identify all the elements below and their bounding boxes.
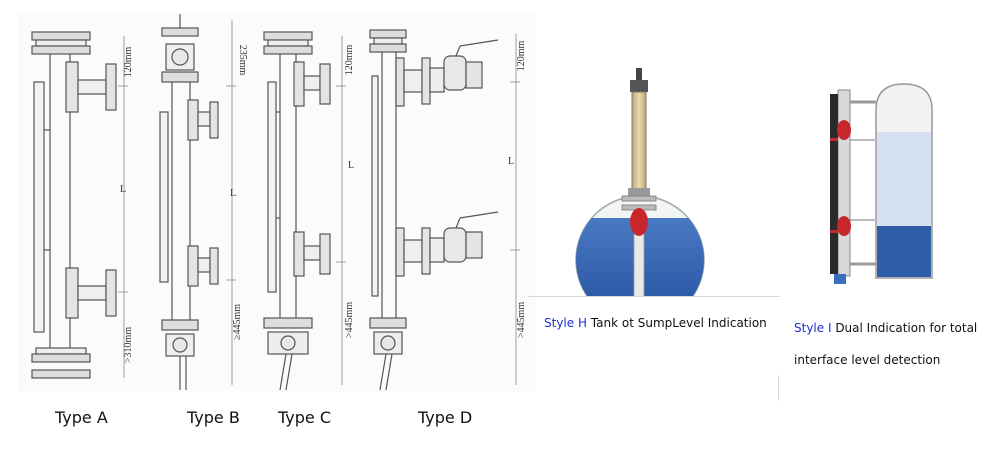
caption-type-a: Type A (55, 408, 108, 427)
style-h-tank-illustration (575, 68, 705, 296)
type-a-dim-mid: L (120, 184, 126, 195)
style-h-caption: Style H Tank ot SumpLevel Indication (544, 316, 778, 330)
type-a-dim-top: 120mm (123, 47, 134, 78)
type-a-dim-bottom: >310mm (123, 327, 134, 363)
type-c-dim-mid: L (348, 160, 354, 171)
type-d-drawing (369, 29, 520, 391)
style-h-box-top (528, 296, 780, 297)
type-b-dim-mid: L (230, 188, 236, 199)
style-h-text: Tank ot SumpLevel Indication (586, 316, 767, 330)
style-h-box-right (778, 375, 779, 401)
type-c-dim-bottom: >445mm (344, 302, 355, 338)
type-c-dim-top: 120mm (344, 45, 355, 76)
style-h-label: Style H (544, 316, 587, 330)
style-i-dual-illustration (830, 83, 933, 284)
gauge-drawings-panel: 120mm L >310mm 235mm L ≥445mm (18, 12, 536, 392)
type-b-dim-bottom: ≥445mm (232, 304, 243, 340)
style-i-caption: Style I Dual Indication for total interf… (794, 312, 994, 376)
style-i-text: Dual Indication for total (831, 321, 978, 335)
type-a-drawing (31, 31, 128, 379)
caption-type-b: Type B (187, 408, 240, 427)
type-c-drawing (263, 31, 346, 391)
type-b-dim-top: 235mm (237, 45, 248, 76)
type-d-dim-mid: L (508, 156, 514, 167)
style-i-text-line2: interface level detection (794, 353, 941, 367)
style-i-label: Style I (794, 321, 832, 335)
type-d-dim-top: 120mm (516, 41, 527, 72)
type-b-drawing (159, 14, 236, 390)
caption-type-c: Type C (278, 408, 332, 427)
caption-type-d: Type D (418, 408, 473, 427)
type-d-dim-bottom: >445mm (516, 302, 527, 338)
